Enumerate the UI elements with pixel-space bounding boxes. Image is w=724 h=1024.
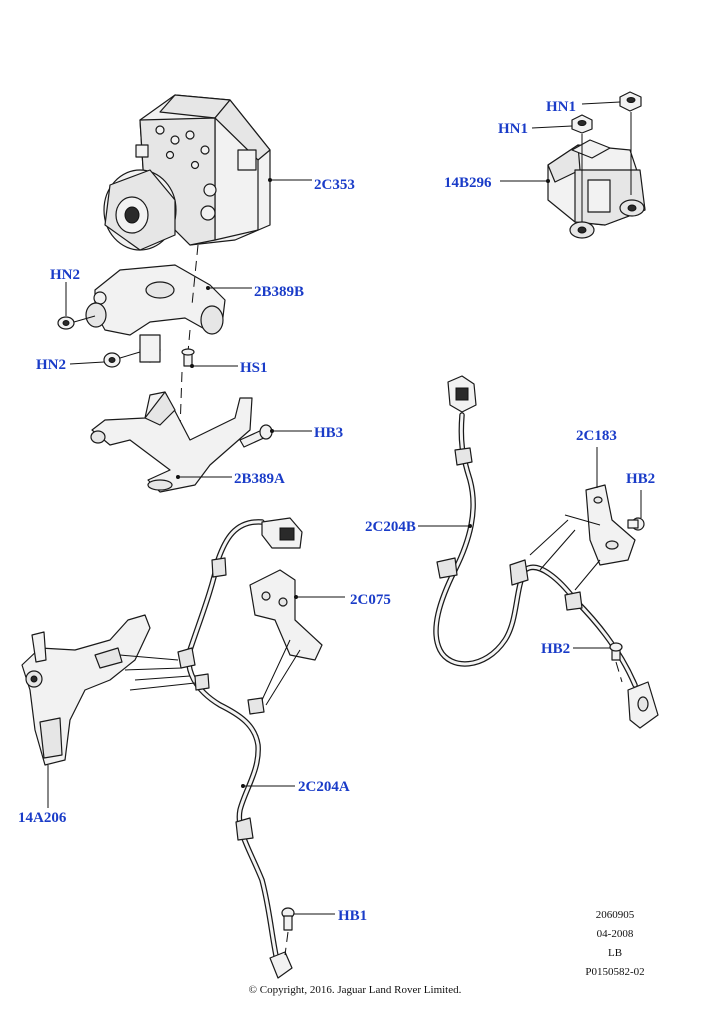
bolt-hb3[interactable] bbox=[239, 424, 273, 448]
label-hn1-top[interactable]: HN1 bbox=[546, 99, 576, 115]
label-hb2-bottom[interactable]: HB2 bbox=[541, 641, 570, 657]
nut-hn1-second[interactable] bbox=[571, 114, 593, 134]
label-14b296[interactable]: 14B296 bbox=[444, 175, 492, 191]
label-hb1[interactable]: HB1 bbox=[338, 908, 367, 924]
label-2c204b[interactable]: 2C204B bbox=[365, 519, 416, 535]
sensor-14b296[interactable] bbox=[547, 139, 646, 239]
nut-hn2-top[interactable] bbox=[57, 316, 75, 330]
label-hs1[interactable]: HS1 bbox=[240, 360, 268, 376]
knuckle-14a206[interactable] bbox=[21, 614, 151, 766]
nut-hn1-top[interactable] bbox=[619, 91, 642, 112]
reference-side: LB bbox=[608, 947, 622, 959]
label-hn1-second[interactable]: HN1 bbox=[498, 121, 528, 137]
label-2c183[interactable]: 2C183 bbox=[576, 428, 617, 444]
label-2b389a[interactable]: 2B389A bbox=[234, 471, 285, 487]
sensor-cable-2c204b[interactable] bbox=[433, 375, 659, 729]
label-2b389b[interactable]: 2B389B bbox=[254, 284, 304, 300]
bracket-2b389b[interactable] bbox=[85, 264, 226, 363]
bracket-2b389a[interactable] bbox=[90, 391, 253, 493]
bracket-2c183[interactable] bbox=[564, 484, 636, 566]
reference-part: P0150582-02 bbox=[585, 966, 644, 978]
bracket-2c075[interactable] bbox=[249, 569, 323, 661]
reference-date: 04-2008 bbox=[597, 928, 634, 940]
nut-hn2-bottom[interactable] bbox=[103, 352, 121, 368]
label-2c204a[interactable]: 2C204A bbox=[298, 779, 350, 795]
bolt-hb2-top[interactable] bbox=[627, 517, 645, 531]
bolt-hb2-bottom[interactable] bbox=[609, 642, 623, 661]
label-hb3[interactable]: HB3 bbox=[314, 425, 343, 441]
label-2c075[interactable]: 2C075 bbox=[350, 592, 391, 608]
copyright-text: © Copyright, 2016. Jaguar Land Rover Lim… bbox=[249, 984, 462, 996]
label-hn2-bottom[interactable]: HN2 bbox=[36, 357, 66, 373]
sensor-cable-2c204a[interactable] bbox=[177, 517, 303, 979]
stud-hs1[interactable] bbox=[181, 348, 195, 367]
label-hn2-top[interactable]: HN2 bbox=[50, 267, 80, 283]
label-hb2-top[interactable]: HB2 bbox=[626, 471, 655, 487]
abs-modulator-2c353[interactable] bbox=[103, 94, 271, 251]
label-2c353[interactable]: 2C353 bbox=[314, 177, 355, 193]
label-14a206[interactable]: 14A206 bbox=[18, 810, 67, 826]
reference-code: 2060905 bbox=[596, 909, 635, 921]
bolt-hb1[interactable] bbox=[281, 907, 295, 931]
